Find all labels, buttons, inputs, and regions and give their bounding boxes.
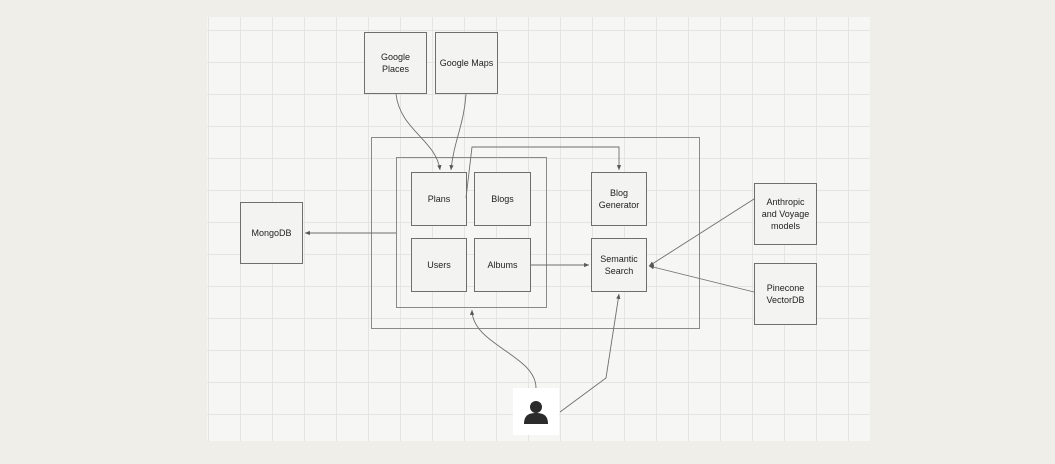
pinecone-label: Pinecone VectorDB [766, 283, 805, 305]
user-actor[interactable] [513, 388, 559, 435]
google-maps-label: Google Maps [439, 58, 494, 68]
blog-generator-label: Blog Generator [598, 188, 640, 210]
blogs-label: Blogs [491, 194, 514, 204]
albums-label: Albums [487, 260, 518, 270]
google-places-label: Google Places [380, 52, 411, 74]
semantic-search-label: Semantic Search [600, 254, 638, 276]
google-places-node[interactable]: Google Places [364, 32, 427, 94]
mongodb-label: MongoDB [251, 228, 292, 238]
albums-node[interactable]: Albums [474, 238, 531, 292]
blog-generator-node[interactable]: Blog Generator [591, 172, 647, 226]
pinecone-node[interactable]: Pinecone VectorDB [754, 263, 817, 325]
plans-node[interactable]: Plans [411, 172, 467, 226]
anthropic-voyage-node[interactable]: Anthropic and Voyage models [754, 183, 817, 245]
blogs-node[interactable]: Blogs [474, 172, 531, 226]
mongodb-node[interactable]: MongoDB [240, 202, 303, 264]
users-label: Users [427, 260, 451, 270]
users-node[interactable]: Users [411, 238, 467, 292]
user-icon [524, 400, 548, 424]
anthropic-voyage-label: Anthropic and Voyage models [761, 197, 810, 231]
google-maps-node[interactable]: Google Maps [435, 32, 498, 94]
semantic-search-node[interactable]: Semantic Search [591, 238, 647, 292]
plans-label: Plans [427, 194, 451, 204]
